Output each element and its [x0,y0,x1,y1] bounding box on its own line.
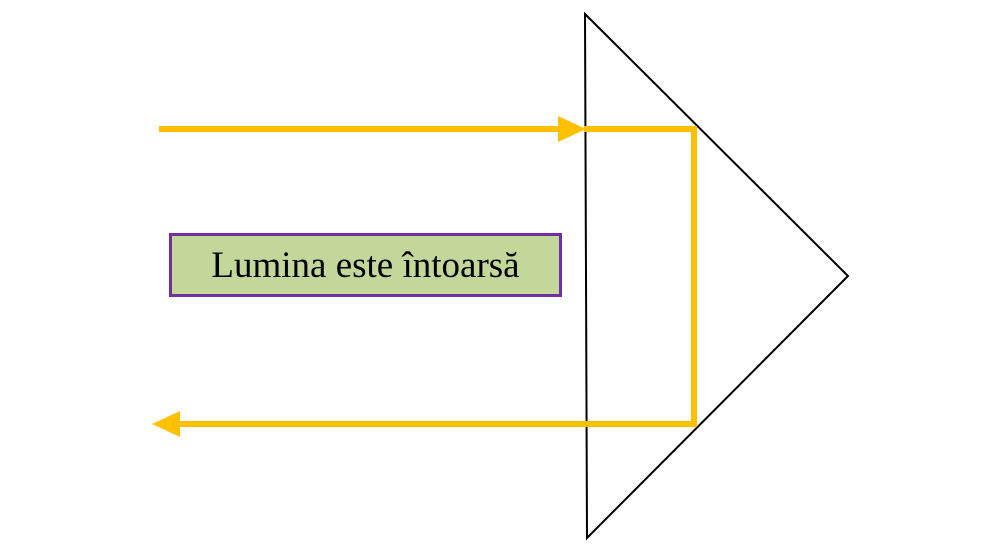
caption-text: Lumina este întoarsă [211,244,520,286]
prism-triangle [583,11,850,541]
incoming-ray-arrowhead [558,116,586,142]
internal-reflection-path [584,126,697,427]
incoming-ray [159,116,586,142]
returned-ray-arrowhead [152,411,180,437]
caption-box: Lumina este întoarsă [169,233,562,297]
returned-ray [152,411,587,437]
